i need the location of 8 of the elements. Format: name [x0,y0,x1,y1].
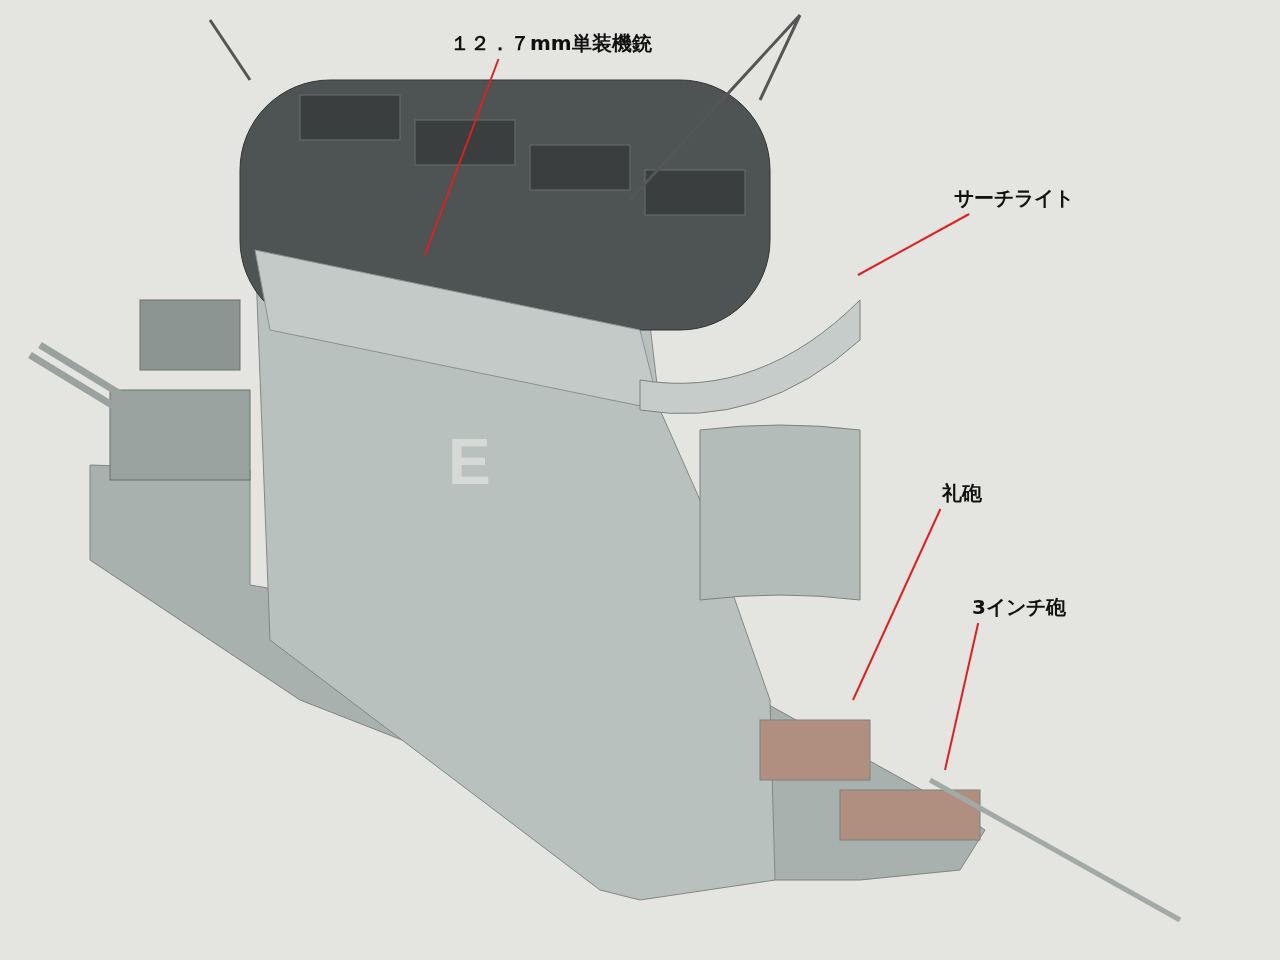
callout-label: １２．７mm単装機銃 [446,28,656,59]
callout-label: 礼砲 [938,478,986,509]
callout-label: サーチライト [950,183,1078,214]
leader-line [852,508,942,701]
callout-label: 3インチ砲 [968,592,1070,623]
leader-line [944,622,980,771]
leader-line [424,58,500,256]
leader-line [857,213,971,276]
